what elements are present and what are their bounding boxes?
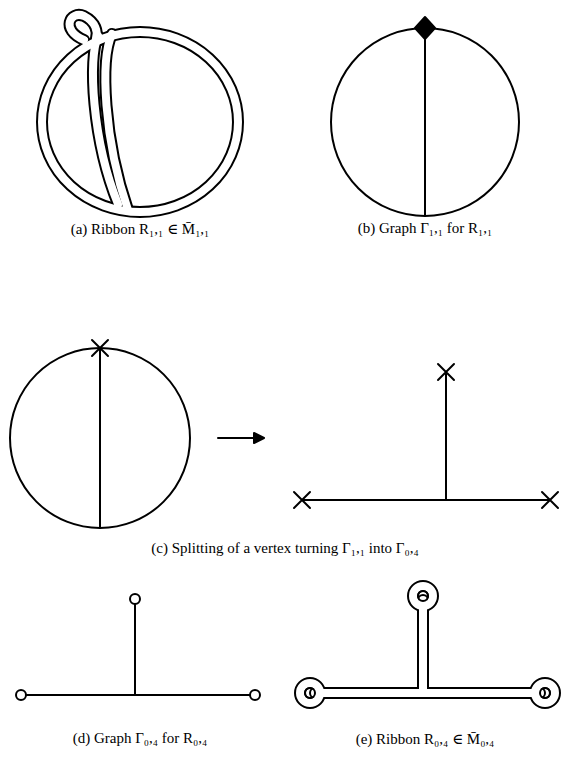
figure-caption: (a) Ribbon R₁,₁ ∈ M̄₁,₁ bbox=[71, 220, 210, 238]
ribbon-illustration bbox=[42, 15, 238, 212]
graph-illustration bbox=[16, 594, 260, 700]
ribbon-illustration bbox=[300, 586, 555, 703]
figure-caption: (e) Ribbon R₀,₄ ∈ M̄₀,₄ bbox=[356, 730, 495, 748]
figure-caption: (d) Graph Γ₀,₄ for R₀,₄ bbox=[73, 730, 208, 747]
figure-caption: (b) Graph Γ₁,₁ for R₁,₁ bbox=[358, 220, 493, 237]
splitting-illustration bbox=[10, 340, 558, 528]
figure-caption: (c) Splitting of a vertex turning Γ₁,₁ i… bbox=[151, 540, 418, 557]
graph-illustration bbox=[331, 17, 519, 216]
